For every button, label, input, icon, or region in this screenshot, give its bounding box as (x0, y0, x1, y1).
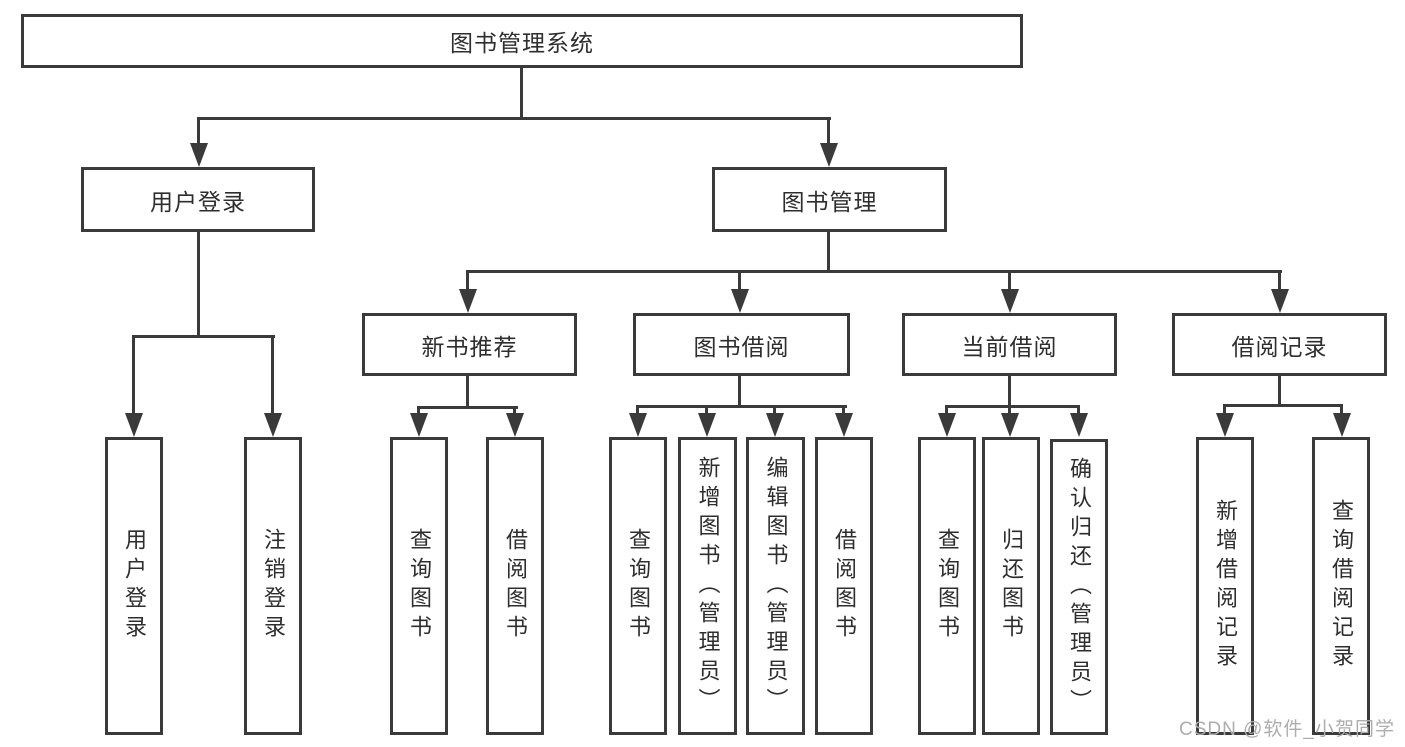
leaf-logout: 注销登录 (244, 437, 302, 735)
arrow-down-icon (190, 143, 208, 167)
leaf-return-book: 归还图书 (982, 437, 1040, 735)
leaf-add-book-admin: 新增图书（管理员） (678, 437, 737, 735)
connector-current-borrow-hline (945, 405, 1080, 408)
leaf-user-login-label: 用户登录 (122, 528, 147, 644)
arrow-down-icon (1271, 289, 1289, 313)
arrow-down-icon (1333, 413, 1351, 437)
connector-leg-user-login (197, 117, 200, 145)
connector-leg-borrow-records (1278, 270, 1281, 293)
node-book-borrow-label: 图书借阅 (693, 333, 790, 360)
arrow-down-icon (698, 413, 716, 437)
connector-leg-leaf (513, 406, 516, 417)
connector-level3-hline (466, 270, 1282, 273)
leaf-return-book-label: 归还图书 (999, 528, 1024, 644)
connector-user-login-stub (197, 232, 200, 338)
node-book-borrow: 图书借阅 (633, 313, 850, 376)
arrow-down-icon (766, 413, 784, 437)
connector-root-stub (520, 68, 523, 118)
leaf-borrow-books-recommend-label: 借阅图书 (503, 528, 528, 644)
leaf-logout-label: 注销登录 (261, 528, 286, 644)
connector-leg-current-borrow (1008, 270, 1011, 293)
connector-leg-leaf (417, 406, 420, 417)
arrow-down-icon (1070, 413, 1088, 437)
connector-leg-leaf (705, 405, 708, 417)
connector-leg-book-management (827, 117, 830, 145)
leaf-add-book-admin-label: 新增图书（管理员） (695, 455, 721, 717)
connector-book-borrow-stub (738, 376, 741, 407)
leaf-query-books-current-label: 查询图书 (935, 528, 960, 644)
leaf-borrow-books-label: 借阅图书 (832, 528, 857, 644)
arrow-down-icon (1216, 413, 1234, 437)
arrow-down-icon (629, 413, 647, 437)
node-system-label: 图书管理系统 (450, 30, 594, 56)
connector-user-login-hline (132, 335, 275, 338)
leaf-query-borrow-record-label: 查询借阅记录 (1329, 499, 1354, 673)
connector-leg-leaf (132, 335, 135, 417)
connector-book-management-stub (827, 232, 830, 273)
leaf-add-borrow-record: 新增借阅记录 (1196, 437, 1254, 735)
leaf-query-books-recommend-label: 查询图书 (407, 528, 432, 644)
node-current-borrow: 当前借阅 (902, 313, 1117, 376)
node-borrow-records: 借阅记录 (1172, 313, 1387, 376)
leaf-add-borrow-record-label: 新增借阅记录 (1213, 499, 1238, 673)
arrow-down-icon (835, 413, 853, 437)
connector-leg-leaf (945, 405, 948, 417)
arrow-down-icon (410, 413, 428, 437)
node-user-login-label: 用户登录 (150, 188, 246, 215)
connector-leg-leaf (1340, 404, 1343, 417)
arrow-down-icon (506, 413, 524, 437)
connector-new-book-stub (466, 376, 469, 409)
connector-leg-new-book (466, 270, 469, 293)
leaf-borrow-books: 借阅图书 (815, 437, 873, 735)
connector-borrow-records-hline (1223, 404, 1343, 407)
node-user-login: 用户登录 (81, 167, 315, 232)
arrow-down-icon (1001, 413, 1019, 437)
connector-current-borrow-stub (1008, 376, 1011, 407)
connector-leg-leaf (1223, 404, 1226, 417)
connector-leg-leaf (1008, 405, 1011, 417)
node-current-borrow-label: 当前借阅 (961, 333, 1058, 360)
connector-borrow-records-stub (1278, 376, 1281, 407)
arrow-down-icon (459, 289, 477, 313)
leaf-query-books-borrow: 查询图书 (609, 437, 667, 735)
leaf-confirm-return-admin-label: 确认归还（管理员） (1067, 456, 1092, 718)
leaf-query-books-recommend: 查询图书 (390, 437, 448, 735)
connector-leg-leaf (773, 405, 776, 417)
connector-book-borrow-hline (636, 405, 847, 408)
arrow-down-icon (125, 413, 143, 437)
connector-leg-leaf (842, 405, 845, 417)
node-book-management: 图书管理 (712, 167, 947, 232)
arrow-down-icon (1001, 289, 1019, 313)
node-new-book-recommend-label: 新书推荐 (421, 333, 518, 360)
node-system: 图书管理系统 (21, 14, 1023, 68)
arrow-down-icon (938, 413, 956, 437)
connector-leg-leaf (1077, 405, 1080, 417)
leaf-borrow-books-recommend: 借阅图书 (486, 437, 544, 735)
node-new-book-recommend: 新书推荐 (362, 313, 577, 376)
node-borrow-records-label: 借阅记录 (1231, 333, 1328, 360)
arrow-down-icon (731, 289, 749, 313)
arrow-down-icon (264, 413, 282, 437)
connector-new-book-hline (417, 406, 518, 409)
connector-leg-leaf (271, 335, 274, 417)
connector-leg-leaf (636, 405, 639, 417)
csdn-watermark: CSDN @软件_小贺同学 (1179, 719, 1395, 740)
leaf-query-books-borrow-label: 查询图书 (626, 528, 651, 644)
leaf-user-login: 用户登录 (105, 437, 163, 735)
arrow-down-icon (820, 143, 838, 167)
leaf-query-borrow-record: 查询借阅记录 (1312, 437, 1370, 735)
leaf-confirm-return-admin: 确认归还（管理员） (1050, 439, 1108, 735)
leaf-edit-book-admin: 编辑图书（管理员） (746, 437, 805, 735)
connector-leg-book-borrow (738, 270, 741, 293)
connector-level2-hline (197, 117, 831, 120)
node-book-management-label: 图书管理 (781, 188, 878, 215)
leaf-query-books-current: 查询图书 (918, 437, 976, 735)
leaf-edit-book-admin-label: 编辑图书（管理员） (763, 455, 789, 717)
